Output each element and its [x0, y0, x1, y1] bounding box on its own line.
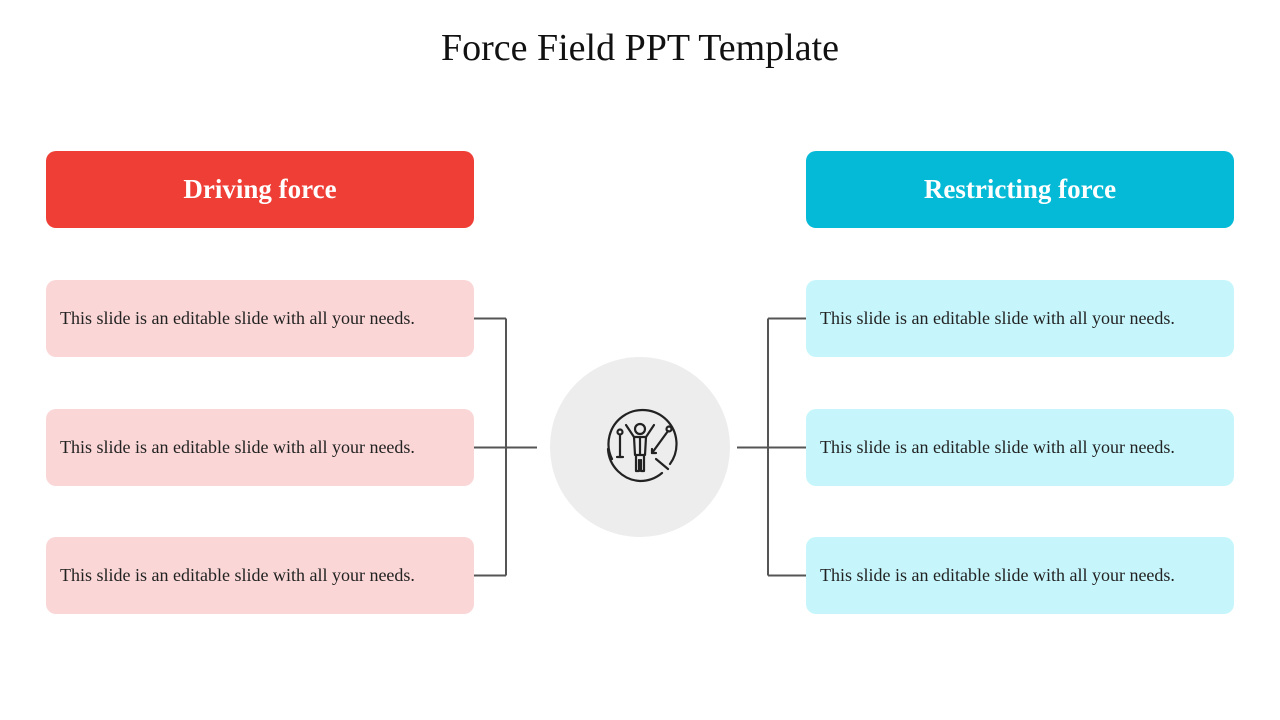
restricting-force-item-2: This slide is an editable slide with all… — [806, 409, 1234, 486]
restricting-force-item-3-text: This slide is an editable slide with all… — [820, 565, 1175, 585]
person-force-field-icon — [606, 408, 678, 483]
restricting-force-item-2-text: This slide is an editable slide with all… — [820, 437, 1175, 457]
restricting-force-item-3: This slide is an editable slide with all… — [806, 537, 1234, 614]
driving-force-header: Driving force — [46, 151, 474, 228]
driving-force-item-2: This slide is an editable slide with all… — [46, 409, 474, 486]
restricting-force-item-1-text: This slide is an editable slide with all… — [820, 308, 1175, 328]
slide-title: Force Field PPT Template — [440, 27, 840, 69]
driving-force-item-1: This slide is an editable slide with all… — [46, 280, 474, 357]
driving-force-item-2-text: This slide is an editable slide with all… — [60, 437, 415, 457]
driving-force-item-3-text: This slide is an editable slide with all… — [60, 565, 415, 585]
restricting-force-header: Restricting force — [806, 151, 1234, 228]
driving-force-item-1-text: This slide is an editable slide with all… — [60, 308, 415, 328]
restricting-force-item-1: This slide is an editable slide with all… — [806, 280, 1234, 357]
driving-force-header-label: Driving force — [183, 174, 337, 204]
restricting-force-header-label: Restricting force — [923, 174, 1117, 204]
driving-force-item-3: This slide is an editable slide with all… — [46, 537, 474, 614]
